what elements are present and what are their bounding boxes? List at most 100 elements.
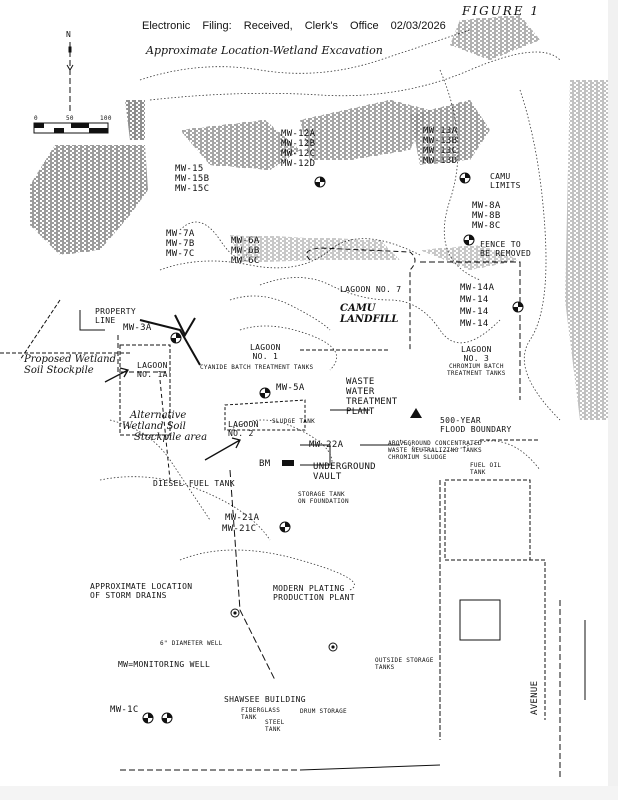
label-line: STEEL: [265, 719, 285, 726]
benchmark-label: BM: [259, 459, 271, 469]
well-label: MW-13B: [423, 136, 458, 146]
north-label: N: [66, 30, 72, 39]
storm-drains-label: APPROXIMATE LOCATION OF STORM DRAINS: [90, 582, 192, 600]
label-line: LAGOON: [250, 343, 281, 352]
well-label: MW-6A: [231, 236, 260, 246]
label-line: VAULT: [313, 472, 342, 482]
diesel-fuel-tank-label: DIESEL FUEL TANK: [153, 479, 235, 488]
underground-vault-label: UNDERGROUND VAULT: [313, 462, 376, 482]
north-arrow-icon: [66, 42, 74, 112]
label-line: TREATMENT: [346, 397, 398, 407]
well-label: MW-8B: [472, 211, 501, 221]
label-line: CHROMIUM SLUDGE: [388, 454, 447, 461]
well-group-mw12: MW-12A MW-12B MW-12C MW-12D: [281, 129, 315, 169]
camu-limits-label: CAMU LIMITS: [490, 172, 521, 190]
well-label: MW-8A: [472, 201, 501, 211]
label-line: LAGOON: [460, 345, 492, 354]
well-label: MW-14: [460, 307, 489, 317]
plating-plant-label: MODERN PLATING PRODUCTION PLANT: [273, 584, 355, 602]
label-line: LIMITS: [490, 181, 521, 190]
well-label: MW-13D: [423, 156, 458, 166]
well-group-mw13: MW-13A MW-13B MW-13C MW-13D: [423, 126, 457, 166]
lagoon-2-label: LAGOON NO. 2: [228, 420, 259, 438]
note-line: Wetland Soil: [122, 421, 186, 432]
well-group-mw7: MW-7A MW-7B MW-7C: [166, 229, 195, 259]
well-label: MW-14A: [460, 283, 495, 293]
handwritten-arrows: [104, 367, 241, 461]
label-line: NO. 2: [228, 429, 254, 438]
well-label-mw3a: MW-3A: [123, 323, 152, 333]
scale-bar: [33, 122, 109, 134]
outside-storage-label: OUTSIDE STORAGE TANKS: [375, 657, 434, 671]
well-label-mw1c: MW-1C: [110, 705, 139, 715]
note-line: Proposed Wetland: [24, 354, 116, 365]
scale-tick: 0: [34, 115, 38, 122]
well-label: MW-7C: [166, 249, 195, 259]
label-line: FUEL OIL: [470, 462, 502, 469]
well-label: MW-12B: [281, 139, 316, 149]
label-line: UNDERGROUND: [313, 462, 376, 472]
label-line: PRODUCTION PLANT: [273, 593, 355, 602]
label-line: FLOOD BOUNDARY: [440, 425, 512, 434]
well-label: MW-12D: [281, 159, 316, 169]
well-label: MW-15B: [175, 174, 210, 184]
label-line: MODERN PLATING: [273, 584, 345, 593]
proposed-stockpile-note: Proposed Wetland Soil Stockpile: [24, 354, 116, 376]
scale-tick: 50: [66, 115, 74, 122]
figure-label: FIGURE 1: [462, 4, 541, 18]
label-line: LAGOON: [228, 420, 259, 429]
site-lines: [0, 247, 586, 780]
scan-edge-bottom: [0, 786, 618, 800]
avenue-label: AVENUE: [530, 680, 540, 715]
well-label: MW-15: [175, 164, 204, 174]
well-label: MW-7A: [166, 229, 195, 239]
diameter-well-icon: [230, 608, 240, 618]
label-line: WATER: [346, 387, 375, 397]
label-line: LAGOON: [137, 361, 168, 370]
label-line: PLANT: [346, 407, 375, 417]
well-label: MW-6B: [231, 246, 260, 256]
well-marker-icon: [142, 712, 154, 724]
label-line: TANK: [241, 714, 257, 721]
well-marker-icon: [314, 176, 326, 188]
alternative-stockpile-note: Alternative Wetland Soil Stockpile area: [122, 410, 207, 443]
well-marker-icon: [512, 301, 524, 313]
well-label: MW-21C: [222, 524, 257, 534]
note-line: CAMU: [340, 303, 376, 314]
sludge-tank-label: SLUDGE TANK: [272, 418, 316, 425]
fence-label: FENCE TO BE REMOVED: [480, 240, 531, 258]
label-line: APPROXIMATE LOCATION: [90, 582, 193, 591]
note-line: Stockpile area: [134, 432, 208, 443]
note-line: Alternative: [130, 410, 187, 421]
well-label: MW-12A: [281, 129, 316, 139]
drum-storage-label: DRUM STORAGE: [300, 708, 347, 715]
well-label: MW-14: [460, 295, 489, 305]
label-line: NO. 1: [252, 352, 279, 361]
label-line: CAMU: [490, 172, 511, 181]
label-line: OUTSIDE STORAGE: [375, 657, 434, 664]
bm-marker-icon: [282, 460, 294, 466]
shawsee-building-label: SHAWSEE BUILDING: [224, 695, 306, 704]
filing-stamp: Electronic Filing: Received, Clerk's Off…: [142, 20, 446, 32]
label-line: LINE: [95, 316, 116, 325]
neutralizing-tanks-label: ABOVEGROUND CONCENTRATED WASTE NEUTRALIZ…: [388, 440, 482, 461]
lagoon-1-label: LAGOON NO. 1: [250, 343, 281, 361]
storage-tank-label: STORAGE TANK ON FOUNDATION: [298, 491, 349, 505]
label-line: 500-YEAR: [440, 416, 481, 425]
cyanide-tanks-label: CYANIDE BATCH TREATMENT TANKS: [200, 364, 314, 371]
lagoon-1a-label: LAGOON NO. 1A: [137, 361, 168, 379]
well-marker-icon: [170, 332, 182, 344]
well-label-mw5a: MW-5A: [276, 383, 305, 393]
well-marker-icon: [459, 172, 471, 184]
label-line: TANKS: [375, 664, 395, 671]
label-line: NO. 3: [463, 354, 490, 363]
note-line: Soil Stockpile: [24, 365, 94, 376]
label-line: OF STORM DRAINS: [90, 591, 167, 600]
well-symbols: [142, 172, 524, 724]
label-line: CHROMIUM BATCH: [448, 363, 504, 370]
well-label: MW-14: [460, 319, 489, 329]
well-label: MW-7B: [166, 239, 195, 249]
label-line: NO. 1A: [137, 370, 168, 379]
label-line: PROPERTY: [95, 307, 136, 316]
